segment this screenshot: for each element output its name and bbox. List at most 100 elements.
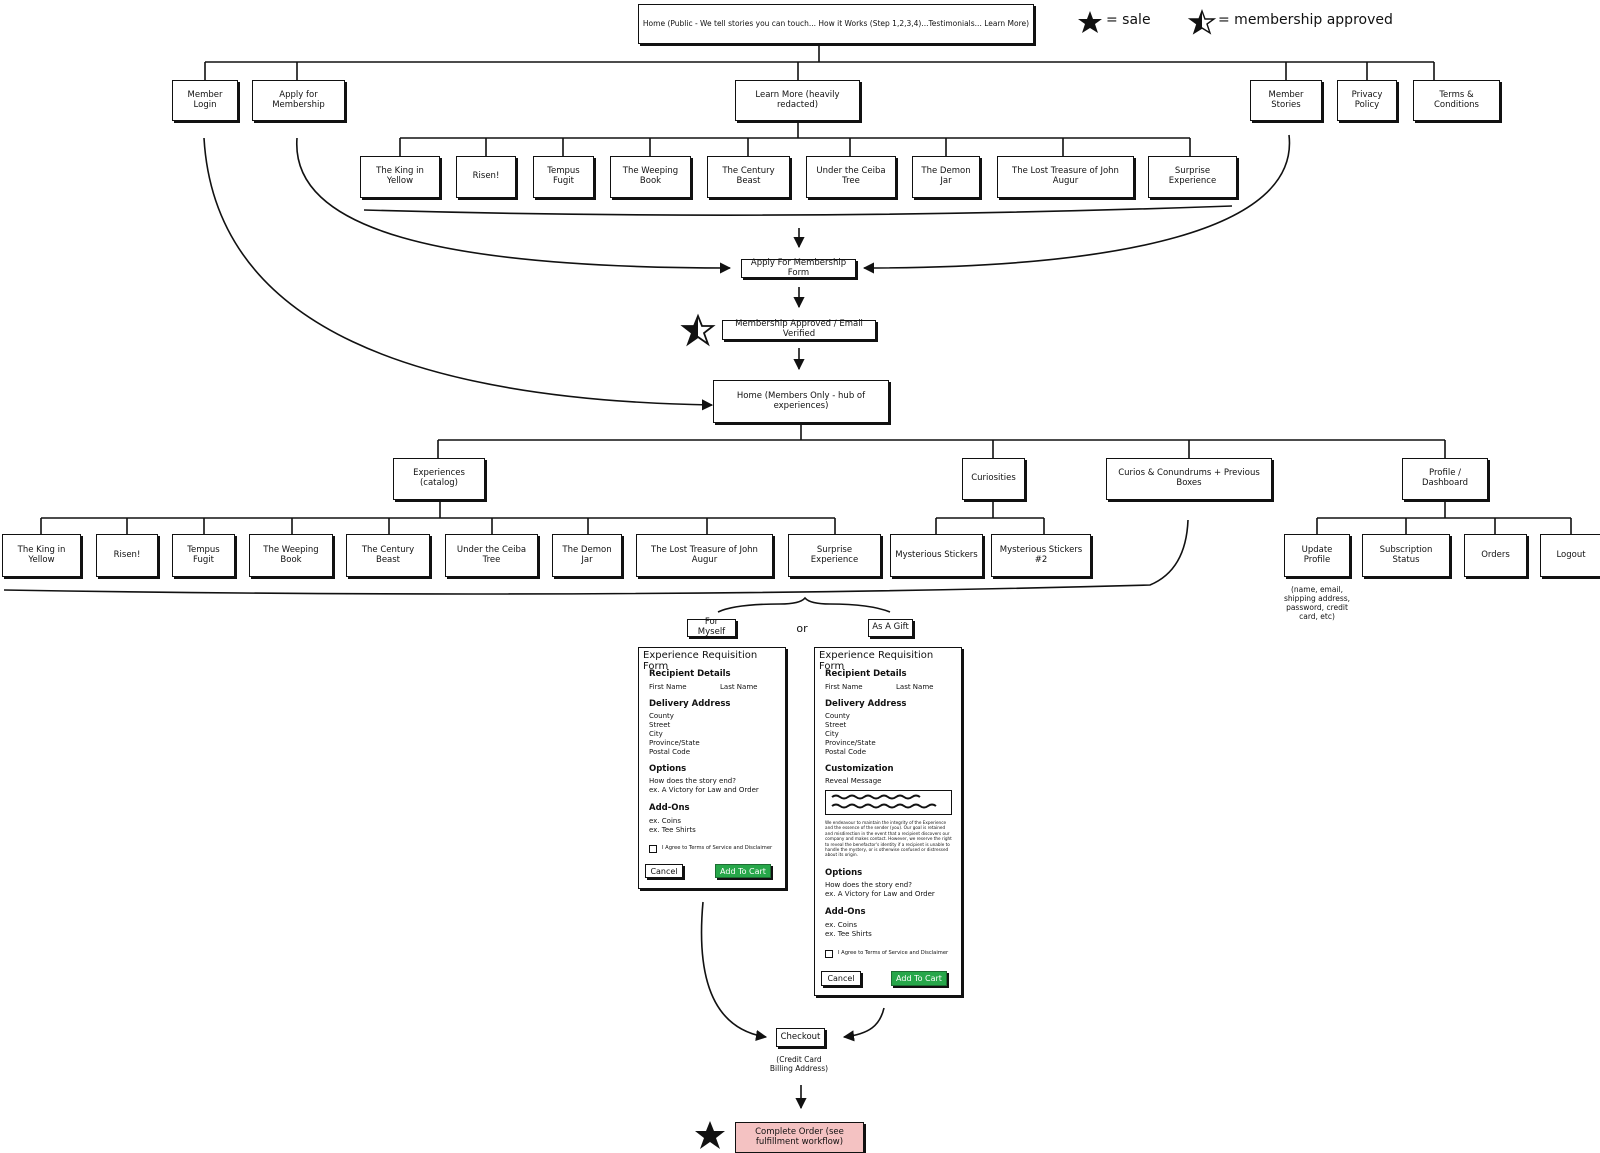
catalog-exp-5: Under the Ceiba Tree <box>445 534 538 577</box>
form-delivery-heading: Delivery Address <box>825 699 907 709</box>
form-options-example: ex. A Victory for Law and Order <box>825 890 935 898</box>
form-last-name-label: Last Name <box>720 683 758 691</box>
sale-star-icon <box>695 1121 725 1149</box>
form-options-heading: Options <box>825 868 863 878</box>
catalog-exp-4: The Century Beast <box>346 534 430 577</box>
agree-checkbox[interactable] <box>825 950 833 958</box>
form-options-example: ex. A Victory for Law and Order <box>649 786 759 794</box>
edge-memberhome-bus <box>438 423 1445 441</box>
add-to-cart-button[interactable]: Add To Cart <box>715 864 771 878</box>
edge-login-to-memberhome <box>203 137 714 411</box>
node-terms: Terms & Conditions <box>1413 80 1500 121</box>
cancel-button[interactable]: Cancel <box>645 864 683 878</box>
edge-memberhome-drops <box>437 440 1446 458</box>
learn-exp-4: The Century Beast <box>707 156 790 198</box>
learn-exp-3: The Weeping Book <box>610 156 691 198</box>
legend-membership-label: = membership approved <box>1218 12 1393 28</box>
edge-myself-to-checkout <box>700 901 768 1042</box>
learn-exp-5: Under the Ceiba Tree <box>806 156 896 198</box>
edge-catalog-brace-tip <box>717 596 891 613</box>
catalog-exp-3: The Weeping Book <box>249 534 333 577</box>
node-for-myself: For Myself <box>687 617 736 637</box>
edge-learnmore-bus <box>400 121 1190 139</box>
legend-star-filled-icon <box>1078 11 1102 33</box>
legend-sale-label: = sale <box>1106 12 1151 28</box>
edge-bus-drops <box>204 62 1435 80</box>
cancel-button[interactable]: Cancel <box>821 971 861 986</box>
reveal-message-input[interactable] <box>825 790 952 815</box>
form-options-heading: Options <box>649 764 687 774</box>
agree-checkbox[interactable] <box>649 845 657 853</box>
node-checkout: Checkout <box>776 1028 825 1047</box>
catalog-exp-6: The Demon Jar <box>552 534 622 577</box>
agree-label: I Agree to Terms of Service and Disclaim… <box>662 845 773 851</box>
edge-profile-bus <box>1317 500 1571 519</box>
form-addon-coins: ex. Coins <box>825 921 857 929</box>
form-address-county: County <box>825 712 850 720</box>
scribble-text-icon <box>831 794 937 809</box>
node-logout: Logout <box>1540 534 1600 577</box>
catalog-exp-2: Tempus Fugit <box>172 534 235 577</box>
catalog-exp-1: Risen! <box>96 534 158 577</box>
form-addon-tees: ex. Tee Shirts <box>649 826 696 834</box>
edge-home-bus <box>205 44 1434 63</box>
form-options-question: How does the story end? <box>649 777 736 785</box>
form-recipient-heading: Recipient Details <box>825 669 907 679</box>
learn-exp-6: The Demon Jar <box>912 156 980 198</box>
form-first-name-label: First Name <box>649 683 687 691</box>
catalog-exp-7: The Lost Treasure of John Augur <box>636 534 773 577</box>
form-addon-tees: ex. Tee Shirts <box>825 930 872 938</box>
node-experiences-catalog: Experiences (catalog) <box>393 458 485 500</box>
node-stickers-2: Mysterious Stickers #2 <box>991 534 1091 577</box>
form-address-county: County <box>649 712 674 720</box>
edge-catalog-bus <box>41 500 835 519</box>
edge-curiosities-bus <box>936 500 1044 519</box>
form-address-postal: Postal Code <box>649 748 691 756</box>
node-complete-order: Complete Order (see fulfillment workflow… <box>735 1122 864 1153</box>
edge-catalog-brace <box>3 519 1189 595</box>
form-options-question: How does the story end? <box>825 881 912 889</box>
form-address-city: City <box>825 730 839 738</box>
node-curiosities: Curiosities <box>962 458 1025 500</box>
node-apply-membership: Apply for Membership <box>252 80 345 121</box>
edge-gift-to-checkout <box>842 1007 885 1042</box>
form-title: Experience Requisition Form <box>643 650 758 672</box>
edge-curiosities-drops <box>935 518 1045 534</box>
learn-exp-8: Surprise Experience <box>1148 156 1237 198</box>
learn-exp-7: The Lost Treasure of John Augur <box>997 156 1134 198</box>
node-home-members: Home (Members Only - hub of experiences) <box>713 380 889 423</box>
learn-exp-2: Tempus Fugit <box>533 156 594 198</box>
checkout-note: (Credit Card Billing Address) <box>769 1055 829 1073</box>
form-customization-heading: Customization <box>825 764 894 774</box>
node-membership-approved: Membership Approved / Email Verified <box>722 319 876 340</box>
form-reveal-label: Reveal Message <box>825 777 882 785</box>
form-address-province: Province/State <box>825 739 876 747</box>
node-home-public: Home (Public - We tell stories you can t… <box>638 4 1034 44</box>
node-stickers-1: Mysterious Stickers <box>890 534 983 577</box>
node-curios-conundrums: Curios & Conundrums + Previous Boxes <box>1106 458 1272 500</box>
edge-profile-drops <box>1316 518 1572 534</box>
add-to-cart-button[interactable]: Add To Cart <box>891 971 947 986</box>
catalog-exp-8: Surprise Experience <box>788 534 881 577</box>
node-apply-form: Apply For Membership Form <box>741 258 856 278</box>
form-address-province: Province/State <box>649 739 700 747</box>
form-addons-heading: Add-Ons <box>825 907 866 917</box>
form-addon-coins: ex. Coins <box>649 817 681 825</box>
update-profile-note: (name, email, shipping address, password… <box>1283 585 1351 621</box>
form-delivery-heading: Delivery Address <box>649 699 731 709</box>
agree-label: I Agree to Terms of Service and Disclaim… <box>838 950 949 956</box>
node-as-gift: As A Gift <box>868 619 913 637</box>
form-addons-heading: Add-Ons <box>649 803 690 813</box>
form-first-name-label: First Name <box>825 683 863 691</box>
node-privacy-policy: Privacy Policy <box>1337 80 1397 121</box>
node-update-profile: Update Profile <box>1284 534 1350 577</box>
form-last-name-label: Last Name <box>896 683 934 691</box>
edge-stories-to-form <box>862 134 1291 274</box>
edge-catalog-drops <box>40 518 836 534</box>
requisition-form-myself: Experience Requisition Form Recipient De… <box>638 647 786 889</box>
form-address-city: City <box>649 730 663 738</box>
edge-brace-top <box>363 205 1233 216</box>
node-member-login: Member Login <box>172 80 238 121</box>
